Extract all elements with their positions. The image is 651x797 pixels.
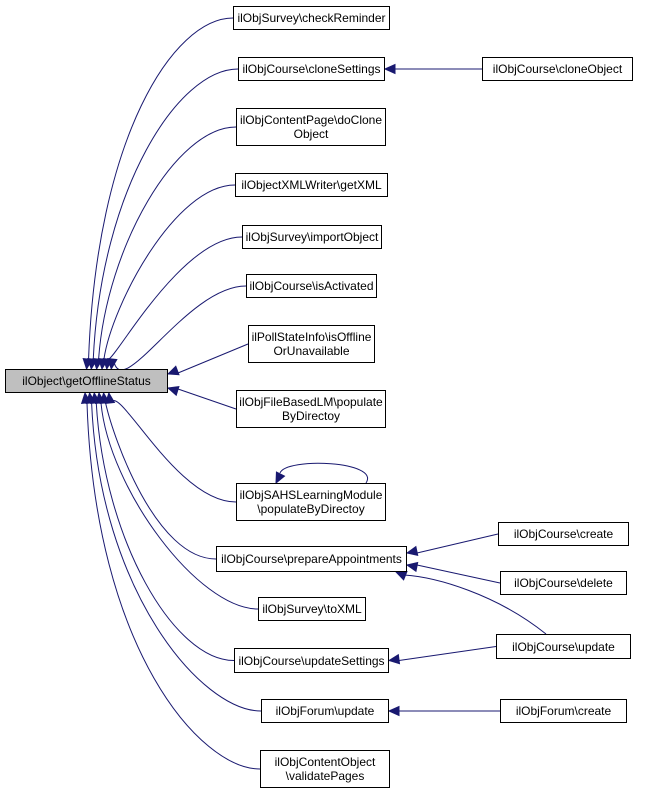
edge-n10-to-n10 xyxy=(279,462,369,484)
edge-n12-to-n11 xyxy=(416,533,499,554)
edge-n16-to-n15 xyxy=(398,646,497,661)
node-label-line: OrUnavailable xyxy=(273,344,350,358)
node-n11[interactable]: ilObjCourse\prepareAppointments xyxy=(216,546,407,572)
node-n3[interactable]: ilObjCourse\cloneObject xyxy=(482,57,633,81)
node-label-line: ilObjSAHSLearningModule xyxy=(239,488,383,502)
edge-n19-to-root xyxy=(86,402,261,770)
node-label-line: ilObjCourse\update xyxy=(512,639,615,654)
edge-n16-to-n15-arrowhead xyxy=(387,653,401,665)
node-label-line: ilObjSurvey\toXML xyxy=(262,602,362,616)
edge-n6-to-root xyxy=(108,236,243,360)
edge-n12-to-n11-arrowhead xyxy=(405,545,419,557)
node-label-line: ilObjCourse\prepareAppointments xyxy=(221,552,402,566)
node-label-line: ilObjCourse\create xyxy=(513,527,614,541)
edge-n8-to-root xyxy=(177,343,249,374)
node-n15[interactable]: ilObjCourse\updateSettings xyxy=(234,648,389,673)
edge-n13-to-n11-arrowhead xyxy=(405,561,419,573)
node-n17[interactable]: ilObjForum\update xyxy=(261,699,389,723)
edge-n11-to-root xyxy=(105,402,217,560)
node-label-line: ilObjSurvey\checkReminder xyxy=(237,11,386,25)
edge-n18-to-n17-arrowhead xyxy=(387,705,400,717)
edge-n7-to-root-arrowhead xyxy=(107,357,118,371)
node-n10[interactable]: ilObjSAHSLearningModule\populateByDirect… xyxy=(236,483,386,521)
edge-n2-to-root xyxy=(92,68,239,360)
node-label-line: ilObjectXMLWriter\getXML xyxy=(241,178,382,192)
node-label-line: ilObjCourse\updateSettings xyxy=(238,653,385,668)
node-label-line: ilObjSurvey\importObject xyxy=(245,230,379,244)
edge-n13-to-n11 xyxy=(416,564,501,584)
edge-n10-to-n10-arrowhead xyxy=(275,471,286,485)
edge-n10-to-root xyxy=(110,400,237,503)
node-n5[interactable]: ilObjectXMLWriter\getXML xyxy=(235,173,388,197)
edge-n8-to-root-arrowhead xyxy=(166,365,180,376)
node-label-line: ilObjForum\create xyxy=(515,704,612,718)
edge-n9-to-root xyxy=(177,388,237,410)
edge-n16-to-n11 xyxy=(403,574,547,635)
edge-n7-to-root xyxy=(112,285,247,371)
node-label-line: ilObjCourse\cloneObject xyxy=(492,62,623,76)
node-n14[interactable]: ilObjSurvey\toXML xyxy=(258,597,366,621)
node-root: ilObject\getOfflineStatus xyxy=(5,369,168,393)
edge-n3-to-n2-arrowhead xyxy=(383,63,396,75)
node-label-line: ilObjCourse\delete xyxy=(514,576,613,590)
node-label-line: \populateByDirectoy xyxy=(257,502,365,516)
node-n6[interactable]: ilObjSurvey\importObject xyxy=(242,225,382,249)
node-n18[interactable]: ilObjForum\create xyxy=(500,699,627,723)
node-n19[interactable]: ilObjContentObject\validatePages xyxy=(260,750,390,788)
edge-n4-to-root xyxy=(98,126,237,360)
node-n13[interactable]: ilObjCourse\delete xyxy=(500,571,627,595)
node-n7[interactable]: ilObjCourse\isActivated xyxy=(246,274,377,298)
edge-n19-to-root-arrowhead xyxy=(80,391,92,405)
node-label-line: ilObjForum\update xyxy=(275,704,375,718)
node-n2[interactable]: ilObjCourse\cloneSettings xyxy=(238,57,385,81)
node-label-line: ilObject\getOfflineStatus xyxy=(22,374,151,388)
node-label-line: ilObjContentObject xyxy=(274,755,376,769)
node-label-line: ilObjCourse\isActivated xyxy=(249,279,374,293)
edge-n1-to-root xyxy=(88,17,234,360)
edge-n14-to-root xyxy=(100,402,259,610)
node-n12[interactable]: ilObjCourse\create xyxy=(498,522,629,546)
node-n1[interactable]: ilObjSurvey\checkReminder xyxy=(233,6,390,30)
node-label-line: ilPollStateInfo\isOffline xyxy=(251,330,372,344)
node-label-line: Object xyxy=(293,127,329,141)
edge-n15-to-root xyxy=(95,402,235,661)
edge-n9-to-root-arrowhead xyxy=(166,386,180,397)
node-n16[interactable]: ilObjCourse\update xyxy=(496,634,631,659)
node-label-line: \validatePages xyxy=(285,769,365,783)
node-label-line: ilObjFileBasedLM\populate xyxy=(239,395,383,409)
edge-n17-to-root xyxy=(91,402,262,712)
node-label-line: ilObjContentPage\doClone xyxy=(239,113,383,127)
node-label-line: ilObjCourse\cloneSettings xyxy=(242,62,381,76)
edge-n16-to-n11-arrowhead xyxy=(394,571,408,581)
edge-n5-to-root xyxy=(103,184,236,360)
node-label-line: ByDirectoy xyxy=(281,409,340,423)
